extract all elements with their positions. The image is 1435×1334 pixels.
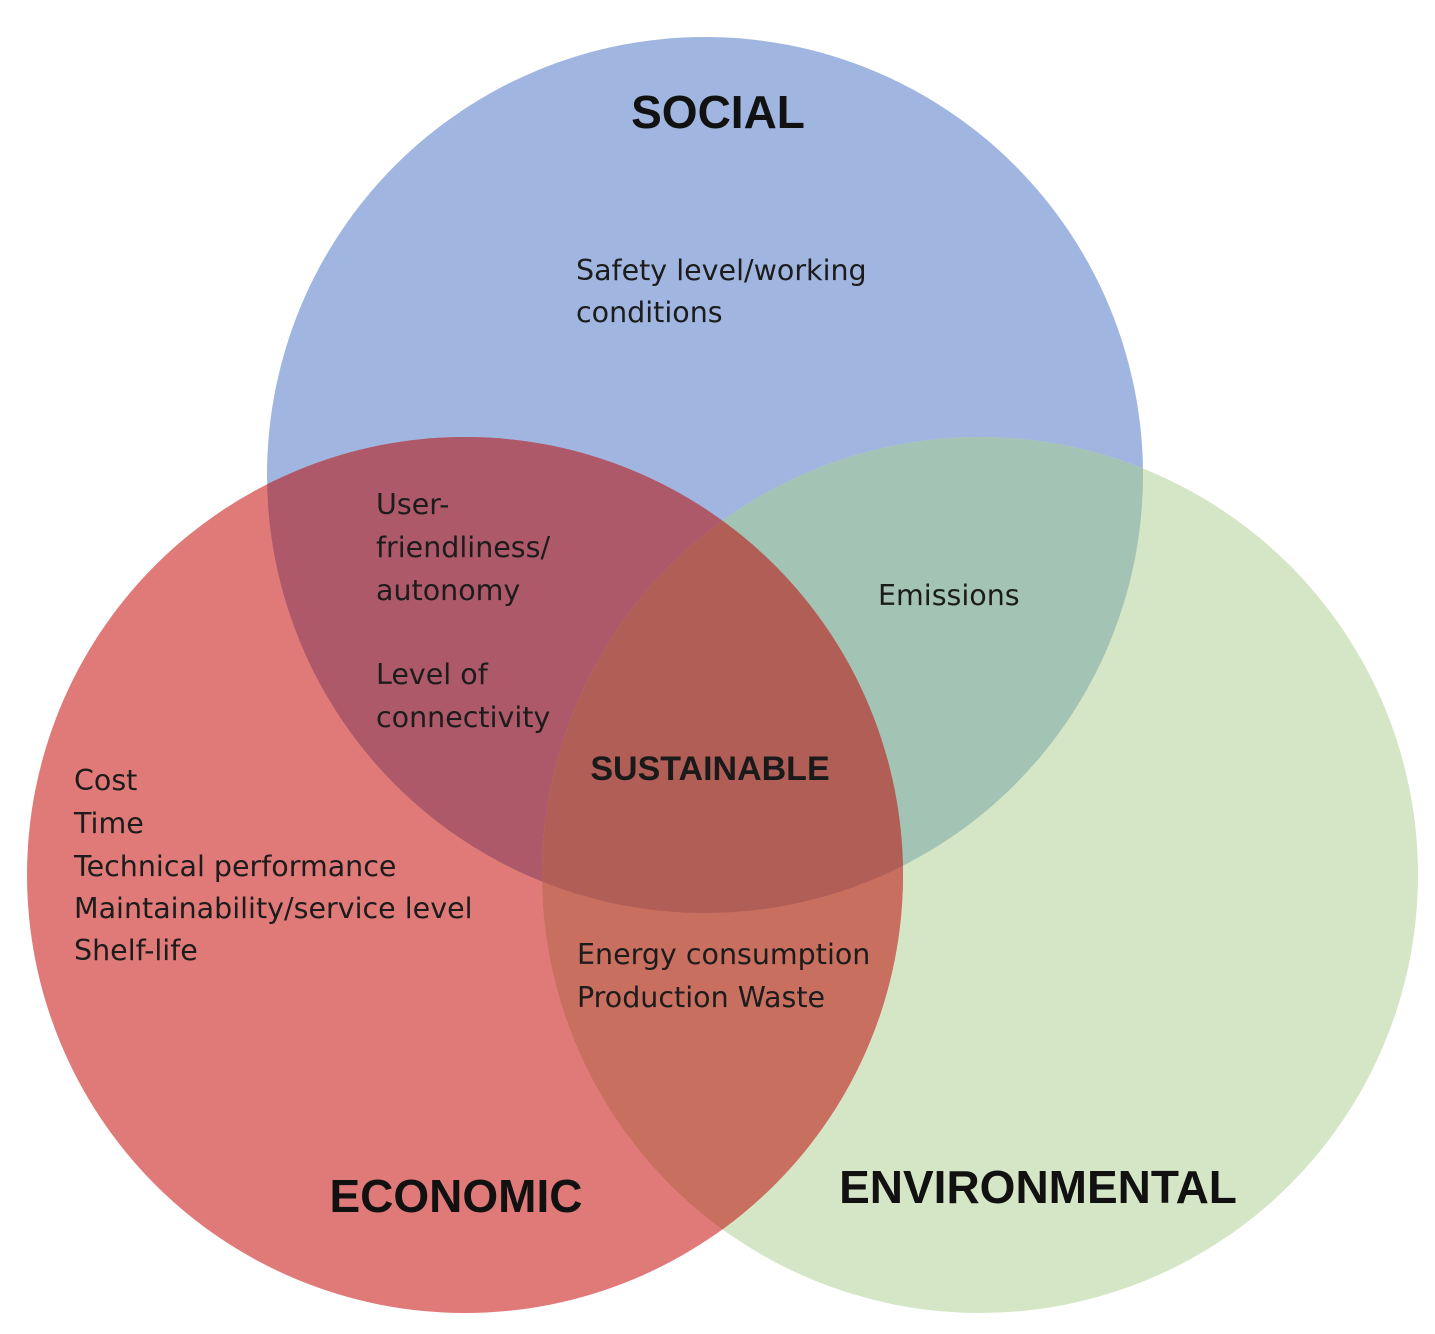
- economic-item: Time: [73, 807, 144, 840]
- economic-item: Maintainability/service level: [74, 892, 473, 925]
- sustainable-title: SUSTAINABLE: [590, 750, 829, 788]
- social-economic-item: User-: [376, 488, 449, 521]
- social-economic-item: autonomy: [376, 574, 520, 607]
- social-item: conditions: [576, 296, 723, 329]
- social-economic-item: Level of: [376, 658, 489, 691]
- economic-environmental-item: Production Waste: [577, 981, 825, 1014]
- economic-item: Cost: [74, 764, 137, 797]
- economic-title: ECONOMIC: [330, 1170, 583, 1222]
- environmental-title: ENVIRONMENTAL: [839, 1161, 1237, 1213]
- economic-item: Technical performance: [73, 850, 396, 883]
- social-title: SOCIAL: [631, 86, 805, 138]
- sustainable-overlap: [542, 437, 903, 913]
- economic-environmental-item: Energy consumption: [577, 938, 870, 971]
- social-item: Safety level/working: [576, 254, 867, 287]
- social-economic-item: friendliness/: [376, 531, 550, 564]
- social-economic-item: connectivity: [376, 701, 550, 734]
- social-environmental-item: Emissions: [878, 579, 1020, 612]
- economic-item: Shelf-life: [74, 934, 198, 967]
